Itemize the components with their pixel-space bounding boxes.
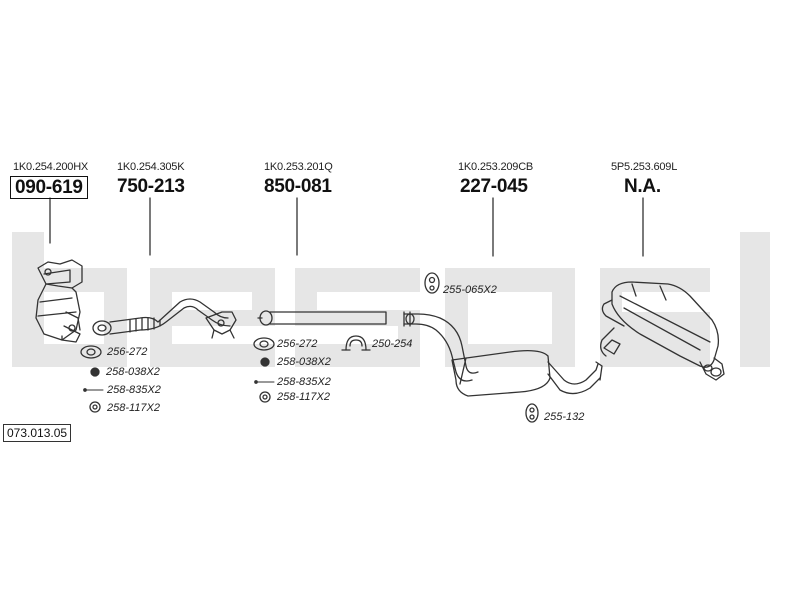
rubber-mount-icon-top xyxy=(424,272,440,294)
accessory-icons-group-2 xyxy=(253,337,275,403)
rubber-mount-label-top[interactable]: 255-065X2 xyxy=(443,284,497,296)
accessory-label[interactable]: 258-117X2 xyxy=(277,391,331,403)
washer-icon xyxy=(89,401,101,413)
front-pipe-drawing xyxy=(92,298,237,339)
gasket-icon xyxy=(253,337,275,351)
accessory-label[interactable]: 258-835X2 xyxy=(277,376,331,388)
middle-pipe-drawing xyxy=(257,310,387,326)
accessory-label[interactable]: 258-117X2 xyxy=(107,402,161,414)
accessory-label[interactable]: 256-272 xyxy=(107,346,148,358)
clamp-icon xyxy=(341,335,371,351)
part-number-1[interactable]: 090-619 xyxy=(10,176,88,199)
catalytic-converter-drawing xyxy=(35,259,83,343)
centre-silencer-drawing xyxy=(403,311,603,397)
rear-silencer-drawing xyxy=(600,281,725,381)
oem-number-3: 1K0.253.201Q xyxy=(264,161,333,173)
accessory-label[interactable]: 258-835X2 xyxy=(107,384,161,396)
rubber-mount-icon-bottom xyxy=(525,403,539,423)
accessory-icons-group-1 xyxy=(80,345,104,413)
washer-icon xyxy=(259,391,271,403)
oem-number-5: 5P5.253.609L xyxy=(611,161,678,173)
oem-number-4: 1K0.253.209CB xyxy=(458,161,534,173)
nut-icon xyxy=(90,367,100,377)
accessory-label[interactable]: 258-038X2 xyxy=(106,366,160,378)
diagram-number: 073.013.05 xyxy=(3,424,72,442)
part-number-3[interactable]: 850-081 xyxy=(264,176,332,197)
accessory-label[interactable]: 258-038X2 xyxy=(277,356,331,368)
accessory-label[interactable]: 256-272 xyxy=(277,338,318,350)
oem-number-2: 1K0.254.305K xyxy=(117,161,185,173)
part-number-2[interactable]: 750-213 xyxy=(117,176,185,197)
part-number-4[interactable]: 227-045 xyxy=(460,176,528,197)
gasket-icon xyxy=(80,345,102,359)
rubber-mount-label-bottom[interactable]: 255-132 xyxy=(544,411,585,423)
part-number-5[interactable]: N.A. xyxy=(624,176,661,197)
nut-icon xyxy=(260,357,270,367)
oem-number-1: 1K0.254.200HX xyxy=(13,161,89,173)
clamp-label[interactable]: 250-254 xyxy=(372,338,413,350)
